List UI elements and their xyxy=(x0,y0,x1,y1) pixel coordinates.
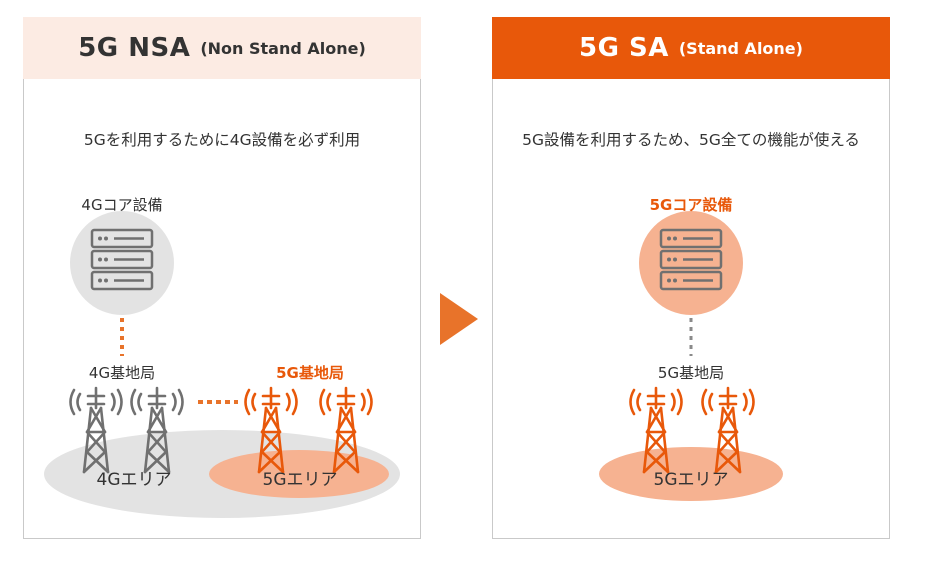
sa-5g-area-label: 5Gエリア xyxy=(653,470,729,490)
server-rack-icon xyxy=(90,228,154,291)
nsa-4g-station-label: 4G基地局 xyxy=(88,364,156,382)
sa-title: 5G SA xyxy=(579,33,669,63)
nsa-diagram xyxy=(44,211,400,518)
sa-core-circle xyxy=(639,211,743,315)
sa-header: 5G SA (Stand Alone) xyxy=(492,17,890,79)
cell-tower-icon xyxy=(701,386,755,474)
nsa-5g-station-label: 5G基地局 xyxy=(276,364,344,382)
nsa-core-label: 4Gコア設備 xyxy=(81,196,163,214)
nsa-header: 5G NSA (Non Stand Alone) xyxy=(23,17,421,79)
nsa-core-circle xyxy=(70,211,174,315)
play-arrow-icon xyxy=(440,293,478,345)
sa-subtitle: (Stand Alone) xyxy=(678,38,803,58)
sa-core-label: 5Gコア設備 xyxy=(649,196,733,214)
sa-5g-station-label: 5G基地局 xyxy=(657,364,725,382)
nsa-subtitle: (Non Stand Alone) xyxy=(200,38,366,58)
server-rack-icon xyxy=(659,228,723,291)
cell-tower-icon xyxy=(629,386,683,474)
cell-tower-icon xyxy=(319,386,373,474)
cell-tower-icon xyxy=(130,386,184,474)
sa-diagram xyxy=(599,211,783,501)
nsa-4g-area-label: 4Gエリア xyxy=(96,470,172,490)
sa-description: 5G設備を利用するため、5G全ての機能が使える xyxy=(522,131,860,149)
nsa-5g-area-label: 5Gエリア xyxy=(262,470,338,490)
nsa-title: 5G NSA xyxy=(78,33,191,63)
nsa-description: 5Gを利用するために4G設備を必ず利用 xyxy=(83,131,361,149)
nsa-panel: 5G NSA (Non Stand Alone) 5Gを利用するために4G設備を… xyxy=(23,17,421,539)
cell-tower-icon xyxy=(244,386,298,474)
sa-panel: 5G SA (Stand Alone) 5G設備を利用するため、5G全ての機能が… xyxy=(492,17,890,539)
cell-tower-icon xyxy=(69,386,123,474)
